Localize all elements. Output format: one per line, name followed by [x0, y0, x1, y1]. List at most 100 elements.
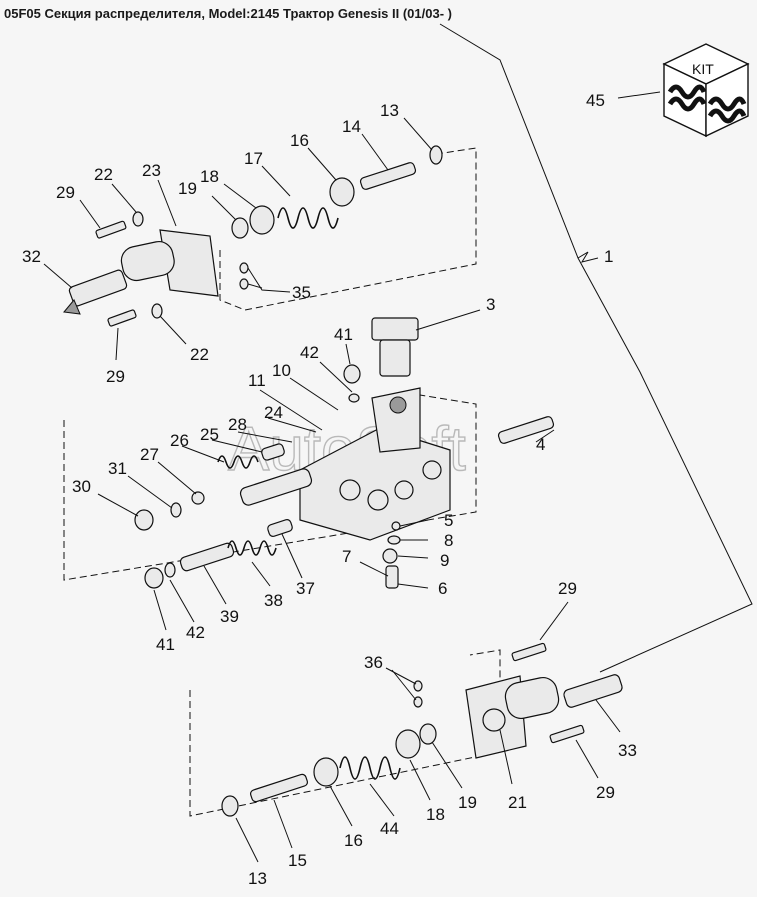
callout-21: 21 [508, 793, 527, 812]
callout-18b: 18 [426, 805, 445, 824]
diagram-title: 05F05 Секция распределителя, Model:2145 … [4, 6, 452, 21]
callout-35: 35 [292, 283, 311, 302]
oring-35b [239, 278, 249, 290]
callout-42b: 42 [186, 623, 205, 642]
callout-44: 44 [380, 819, 399, 838]
callout-26: 26 [170, 431, 189, 450]
callout-16b: 16 [344, 831, 363, 850]
callout-27: 27 [140, 445, 159, 464]
spool-4 [497, 416, 555, 444]
plug-41-lower [144, 567, 164, 589]
callout-13b: 13 [248, 869, 267, 888]
cup-9 [382, 548, 398, 564]
kit-label: KIT [692, 61, 714, 77]
callout-31: 31 [108, 459, 127, 478]
callout-1: 1 [604, 247, 613, 266]
callout-30: 30 [72, 477, 91, 496]
lower-housing-part [465, 675, 560, 759]
valve-body-part [299, 387, 451, 541]
callout-10: 10 [272, 361, 291, 380]
oring-36a [413, 680, 423, 692]
callout-29d: 29 [596, 783, 615, 802]
piston-37 [267, 519, 293, 537]
callout-3: 3 [486, 295, 495, 314]
bolt-29-lower [107, 309, 137, 327]
solenoid-cap-part [63, 269, 128, 315]
callout-33: 33 [618, 741, 637, 760]
callout-45: 45 [586, 91, 605, 110]
middle-assembly-outline [63, 394, 477, 581]
fitting-3-part [371, 317, 419, 377]
seat-27 [191, 491, 205, 505]
seal-8 [387, 535, 401, 545]
leader-lines [43, 91, 661, 863]
flange-housing-part [120, 229, 219, 297]
spool-middle [239, 468, 313, 506]
callout-18: 18 [200, 167, 219, 186]
callout-15: 15 [288, 851, 307, 870]
callout-42: 42 [300, 343, 319, 362]
callout-13: 13 [380, 101, 399, 120]
spool-14-upper [359, 162, 417, 190]
callout-22b: 22 [190, 345, 209, 364]
spool-39 [179, 542, 235, 572]
spring-26 [217, 455, 259, 469]
seal-42-lower [164, 562, 176, 578]
callout-14: 14 [342, 117, 361, 136]
piston-25 [261, 443, 285, 461]
callout-17: 17 [244, 149, 263, 168]
bolt-29-upper [95, 220, 127, 239]
seal-42-upper [348, 393, 360, 403]
leader-1-zigzag [577, 251, 599, 263]
callout-8: 8 [444, 531, 453, 550]
callout-29: 29 [56, 183, 75, 202]
callout-16: 16 [290, 131, 309, 150]
washer-22-upper [132, 211, 144, 227]
callout-5: 5 [444, 511, 453, 530]
seat-18-upper [249, 205, 275, 235]
oring-35a [239, 262, 249, 274]
callout-23: 23 [142, 161, 161, 180]
nut-19-upper [231, 217, 249, 239]
solenoid-33 [563, 674, 623, 708]
spring-44 [339, 756, 401, 780]
snap-ring-13-upper [429, 145, 443, 165]
callout-6: 6 [438, 579, 447, 598]
bolt-29-lower-a [511, 642, 547, 662]
callout-7: 7 [342, 547, 351, 566]
callout-41: 41 [334, 325, 353, 344]
seal-31 [170, 502, 182, 518]
plug-41-upper [343, 364, 361, 384]
washer-22-lower [151, 303, 163, 319]
callout-9: 9 [440, 551, 449, 570]
callout-19: 19 [178, 179, 197, 198]
bolt-29-lower-b [549, 724, 585, 744]
callout-22: 22 [94, 165, 113, 184]
snap-ring-13-lower [221, 795, 239, 817]
callout-32: 32 [22, 247, 41, 266]
callout-36: 36 [364, 653, 383, 672]
callout-4: 4 [536, 435, 545, 454]
main-leader-line [439, 23, 753, 673]
spring-17-upper [277, 207, 339, 229]
seat-18-lower [395, 729, 421, 759]
callout-28: 28 [228, 415, 247, 434]
retainer-16-upper [329, 177, 355, 207]
callout-25: 25 [200, 425, 219, 444]
callout-38: 38 [264, 591, 283, 610]
nut-19-lower [419, 723, 437, 745]
callout-29c: 29 [558, 579, 577, 598]
retainer-16-lower [313, 757, 339, 787]
callout-19b: 19 [458, 793, 477, 812]
plug-6 [385, 565, 399, 589]
callout-41b: 41 [156, 635, 175, 654]
kit-box-icon [662, 43, 750, 138]
lower-assembly-outline [189, 649, 501, 817]
callout-11: 11 [248, 371, 266, 390]
ball-5 [391, 521, 401, 531]
callout-29b: 29 [106, 367, 125, 386]
spool-15 [250, 773, 308, 803]
spring-38 [227, 540, 277, 556]
callout-24: 24 [264, 403, 283, 422]
